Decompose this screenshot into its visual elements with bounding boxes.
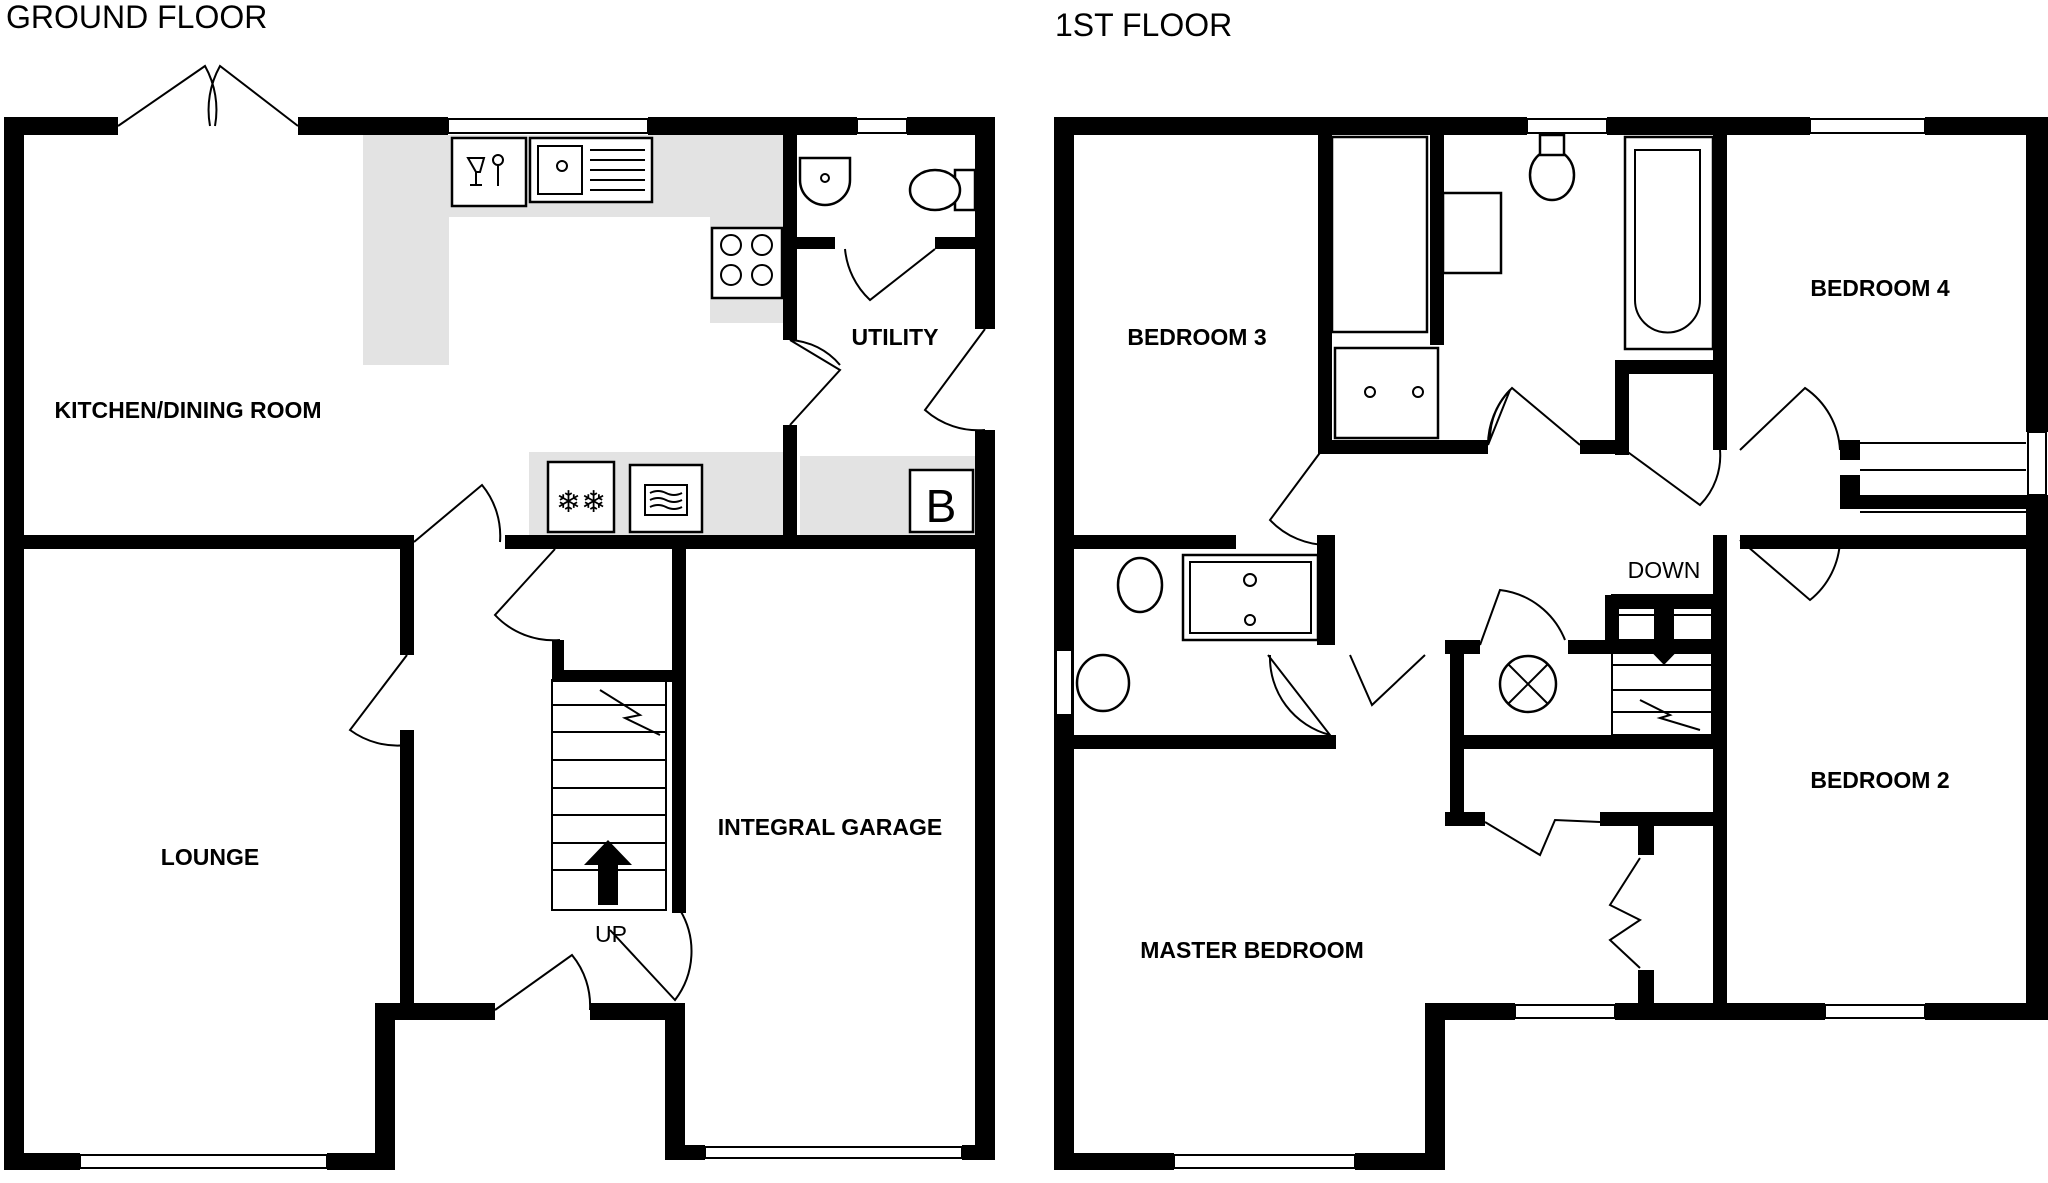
ground-floor-stairs: UP bbox=[551, 679, 667, 947]
room-label-kitchen: KITCHEN/DINING ROOM bbox=[54, 397, 321, 423]
first-floor-doors bbox=[1267, 386, 1841, 969]
ground-floor-doors bbox=[117, 64, 986, 1011]
bathroom-toilet-icon bbox=[1528, 148, 1576, 202]
svg-text:❄❄: ❄❄ bbox=[556, 485, 606, 520]
stairs-down-arrow-icon bbox=[1640, 600, 1688, 665]
first-floor-title: 1ST FLOOR bbox=[1055, 7, 1232, 43]
washing-machine-icon bbox=[628, 463, 704, 534]
room-label-garage: INTEGRAL GARAGE bbox=[718, 814, 942, 840]
room-label-bedroom-3: BEDROOM 3 bbox=[1127, 324, 1266, 350]
utility-fixtures bbox=[798, 156, 977, 212]
ensuite-toilet-icon bbox=[1116, 556, 1164, 614]
kitchen-appliances: ❄❄ B bbox=[450, 136, 975, 534]
first-floor-windows bbox=[1055, 118, 2047, 1169]
ensuite-basin-icon bbox=[1075, 653, 1131, 713]
stairs-up-arrow-icon bbox=[584, 840, 632, 905]
boiler-label: B bbox=[926, 480, 957, 532]
room-label-lounge: LOUNGE bbox=[161, 844, 259, 870]
room-label-master-bedroom: MASTER BEDROOM bbox=[1140, 937, 1364, 963]
ground-floor-walls bbox=[4, 117, 995, 1170]
first-floor-stairs: DOWN bbox=[1611, 557, 1713, 736]
ground-floor-title: GROUND FLOOR bbox=[6, 0, 267, 35]
room-label-bedroom-4: BEDROOM 4 bbox=[1810, 275, 1950, 301]
ground-floor-windows bbox=[79, 118, 963, 1169]
first-floor-walls bbox=[1054, 117, 2048, 1170]
stairs-up-label: UP bbox=[595, 921, 627, 947]
stairs-down-label: DOWN bbox=[1628, 557, 1701, 583]
room-label-utility: UTILITY bbox=[852, 324, 939, 350]
ensuite-shower-icon bbox=[1181, 553, 1320, 642]
toilet-icon bbox=[908, 168, 962, 212]
freezer-icon bbox=[546, 460, 616, 534]
first-floor-plan: 1ST FLOOR bbox=[1054, 7, 2048, 1170]
room-label-bedroom-2: BEDROOM 2 bbox=[1810, 767, 1949, 793]
landing-cupboard bbox=[1498, 654, 1558, 714]
bath-icon bbox=[1623, 135, 1715, 351]
shower-tray-icon bbox=[1333, 346, 1440, 440]
bathroom-basin-icon bbox=[1441, 191, 1503, 275]
bathroom-fixtures bbox=[1075, 133, 1715, 713]
boiler-icon bbox=[908, 468, 975, 534]
ground-floor-plan: GROUND FLOOR bbox=[4, 0, 995, 1170]
wine-glass-icon bbox=[466, 157, 486, 186]
first-floor-wardrobes bbox=[1324, 135, 2026, 541]
